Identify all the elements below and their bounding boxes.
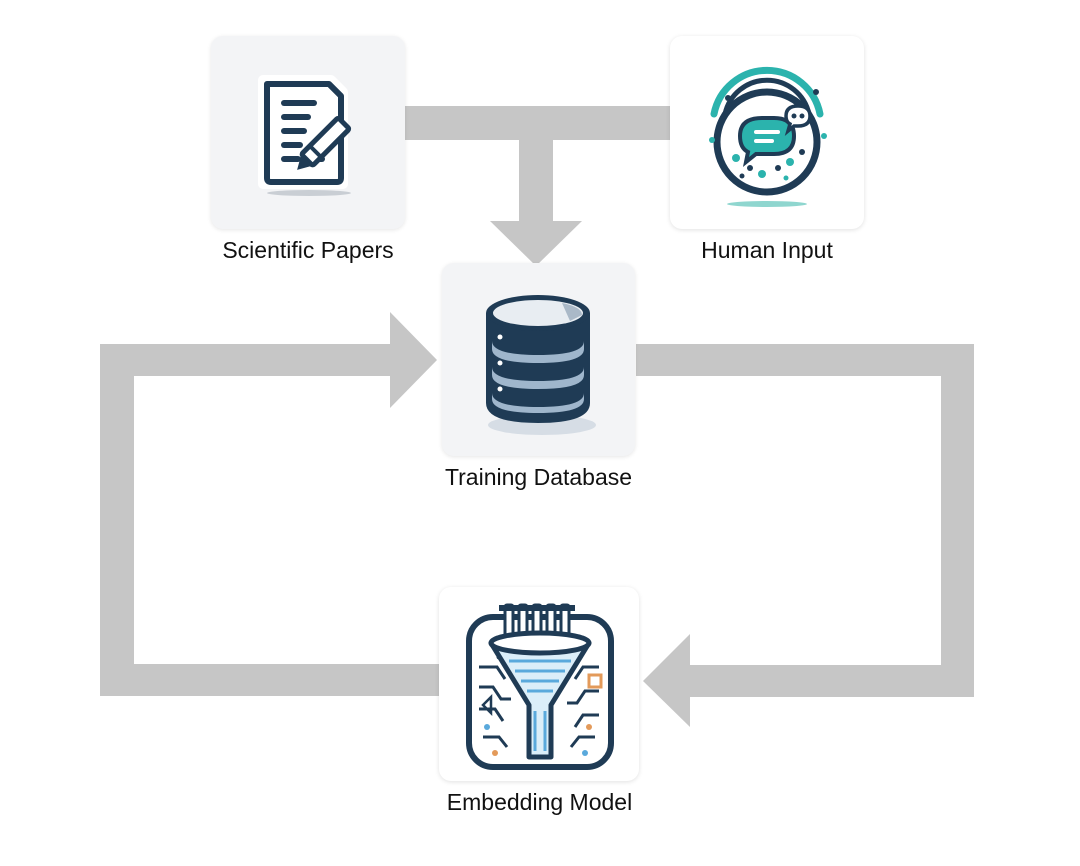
- arrow-into-embedding-head: [643, 634, 690, 727]
- scientific-papers-label: Scientific Papers: [222, 237, 394, 263]
- arrow-top-left-segment: [100, 344, 390, 376]
- arrow-left-vertical-segment: [100, 344, 134, 696]
- arrow-merge-stem: [519, 138, 553, 222]
- database-icon: [486, 295, 596, 435]
- human-input-label: Human Input: [701, 237, 833, 263]
- arrow-merge-head: [490, 221, 582, 266]
- arrow-into-database-head: [390, 312, 437, 408]
- funnel-circuit-icon: [466, 603, 614, 770]
- training-database-card: [442, 263, 635, 456]
- arrow-bottom-right-segment: [690, 665, 974, 697]
- document-pen-icon: [258, 75, 352, 196]
- embedding-model-card: [439, 587, 639, 781]
- embedding-model-label: Embedding Model: [446, 789, 633, 815]
- arrow-papers-to-database: [405, 106, 671, 140]
- arrow-embedding-left-segment: [100, 664, 440, 696]
- scientific-papers-card: [211, 36, 405, 229]
- training-database-label: Training Database: [444, 464, 633, 490]
- chat-bubbles-icon: [709, 66, 827, 207]
- arrow-database-right-segment: [636, 344, 974, 376]
- human-input-card: [670, 36, 864, 229]
- arrow-right-vertical-segment: [941, 344, 974, 696]
